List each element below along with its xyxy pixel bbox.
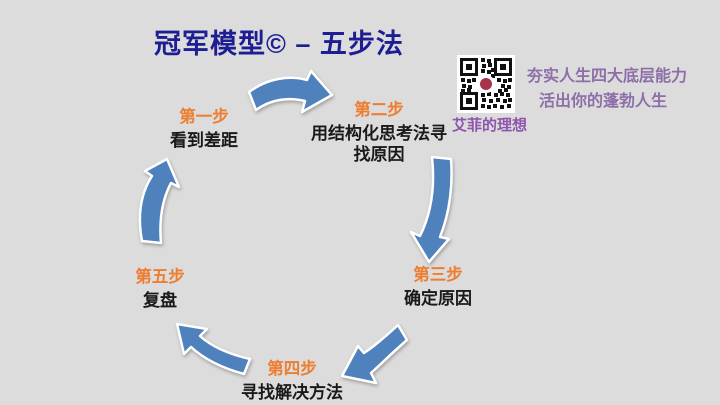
arrow-step5-to-step1 (138, 157, 181, 245)
step-3-desc: 确定原因 (404, 289, 472, 308)
step-2: 第二步 用结构化思考法寻找原因 (304, 96, 454, 165)
qr-logo-dot (480, 78, 492, 90)
step-4: 第四步 寻找解决方法 (212, 355, 372, 403)
qr-caption: 艾菲的理想 (452, 117, 528, 134)
slide-title: 冠军模型© – 五步法 (154, 29, 404, 59)
slogan-line-1: 夯实人生四大底层能力 (527, 68, 688, 85)
step-2-label: 第二步 (354, 101, 404, 119)
step-5: 第五步 复盘 (90, 263, 230, 311)
step-5-desc: 复盘 (143, 291, 177, 310)
step-4-desc: 寻找解决方法 (241, 383, 343, 402)
step-5-label: 第五步 (135, 268, 185, 286)
step-4-label: 第四步 (267, 360, 317, 378)
arrow-step2-to-step3 (409, 155, 453, 264)
step-2-desc: 用结构化思考法寻找原因 (311, 124, 447, 164)
step-1-desc: 看到差距 (170, 131, 238, 150)
step-3-label: 第三步 (413, 266, 463, 284)
step-1-label: 第一步 (179, 108, 229, 126)
slogan-line-2: 活出你的蓬勃人生 (539, 93, 668, 110)
step-3: 第三步 确定原因 (368, 261, 508, 309)
step-1: 第一步 看到差距 (134, 103, 274, 151)
qr-code (457, 55, 515, 113)
